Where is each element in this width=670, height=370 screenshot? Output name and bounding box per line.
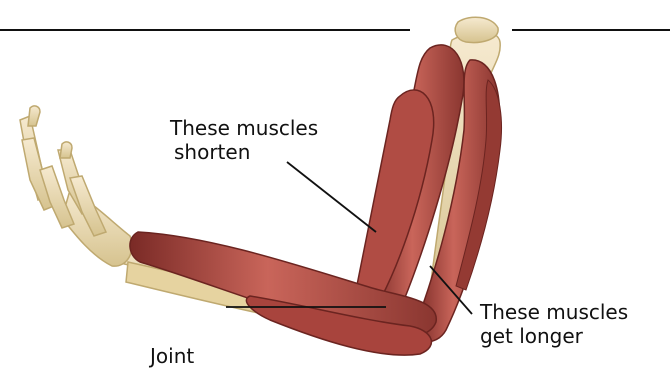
label-muscles-longer: These muscles get longer: [480, 300, 628, 348]
hand-bones: [20, 106, 132, 266]
label-shorten-line1: These muscles: [170, 116, 318, 140]
pointer-shorten: [287, 162, 376, 232]
label-longer-line2: get longer: [480, 324, 628, 348]
label-longer-line1: These muscles: [480, 300, 628, 324]
label-joint: Joint: [150, 344, 194, 368]
label-muscles-shorten: These muscles shorten: [170, 116, 318, 164]
label-shorten-line2: shorten: [170, 140, 318, 164]
